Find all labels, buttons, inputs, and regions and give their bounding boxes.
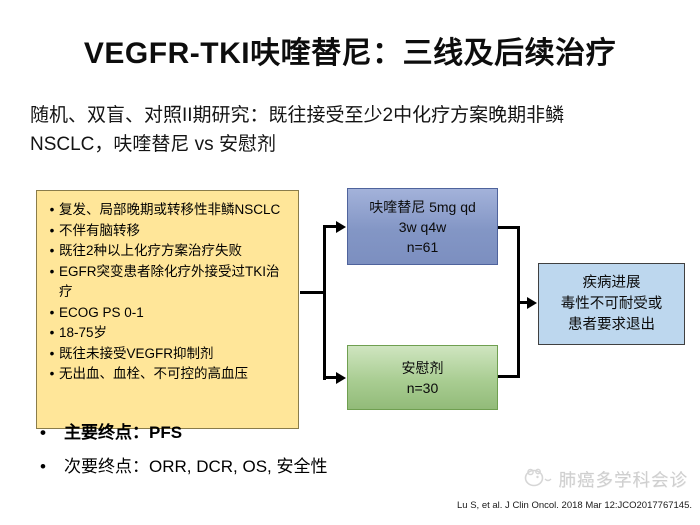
criteria-item: 复发、局部晚期或转移性非鳞NSCLC [45,200,290,221]
arrowhead-icon [336,220,346,233]
page-title: VEGFR-TKI呋喹替尼：三线及后续治疗 [83,37,617,70]
bullet-icon [40,421,64,444]
watermark: 肺癌多学科会诊 [524,467,689,492]
bullet-icon [45,364,59,385]
connector-line [498,226,520,229]
connector-line [323,225,337,228]
fruquintinib-arm-line1: 呋喹替尼 5mg qd [369,198,476,215]
criteria-item: 不伴有脑转移 [45,221,290,242]
fruquintinib-arm-box: 呋喹替尼 5mg qd 3w q4w n=61 [347,188,498,265]
arrowhead-icon [527,296,537,309]
discontinuation-line2: 毒性不可耐受或 [560,295,663,312]
study-description-line1: 随机、双盲、对照II期研究：既往接受至少2中化疗方案晚期非鳞 [30,105,565,126]
primary-endpoint-item: 主要终点：PFS [40,421,328,444]
citation: Lu S, et al. J Clin Oncol. 2018 Mar 12:J… [457,500,692,511]
bullet-icon [45,323,59,344]
bullet-icon [45,241,59,262]
bullet-icon [45,200,59,221]
discontinuation-line3: 患者要求退出 [568,316,655,333]
endpoints-list: 主要终点：PFS 次要终点：ORR, DCR, OS, 安全性 [40,421,328,489]
bullet-icon [40,455,64,478]
connector-line [517,301,528,304]
criteria-item: 无出血、血栓、不可控的高血压 [45,364,290,385]
placebo-arm-line2: n=30 [406,379,439,396]
bullet-icon [45,262,59,303]
bullet-icon [45,303,59,324]
criteria-item: EGFR突变患者除化疗外接受过TKI治疗 [45,262,290,303]
arrowhead-icon [336,371,346,384]
secondary-endpoint-item: 次要终点：ORR, DCR, OS, 安全性 [40,455,328,478]
connector-line [323,225,326,380]
bullet-icon [45,344,59,365]
criteria-item: 既往2种以上化疗方案治疗失败 [45,241,290,262]
discontinuation-criteria-box: 疾病进展 毒性不可耐受或 患者要求退出 [538,263,685,345]
bullet-icon [45,221,59,242]
placebo-arm-box: 安慰剂 n=30 [347,345,498,410]
connector-line [323,376,337,379]
placebo-arm-line1: 安慰剂 [401,359,444,376]
eligibility-criteria-box: 复发、局部晚期或转移性非鳞NSCLC 不伴有脑转移 既往2种以上化疗方案治疗失败… [36,190,299,429]
study-description: 随机、双盲、对照II期研究：既往接受至少2中化疗方案晚期非鳞 NSCLC，呋喹替… [30,101,670,159]
fruquintinib-arm-line3: n=61 [406,238,439,255]
connector-line [498,375,520,378]
criteria-item: 18-75岁 [45,323,290,344]
mdt-logo-icon [524,467,559,492]
study-description-line2: NSCLC，呋喹替尼 vs 安慰剂 [30,134,276,155]
fruquintinib-arm-line2: 3w q4w [398,218,447,235]
criteria-item: ECOG PS 0-1 [45,303,290,324]
connector-line [300,291,326,294]
criteria-item: 既往未接受VEGFR抑制剂 [45,344,290,365]
discontinuation-line1: 疾病进展 [582,274,641,291]
watermark-text: 肺癌多学科会诊 [558,470,688,490]
